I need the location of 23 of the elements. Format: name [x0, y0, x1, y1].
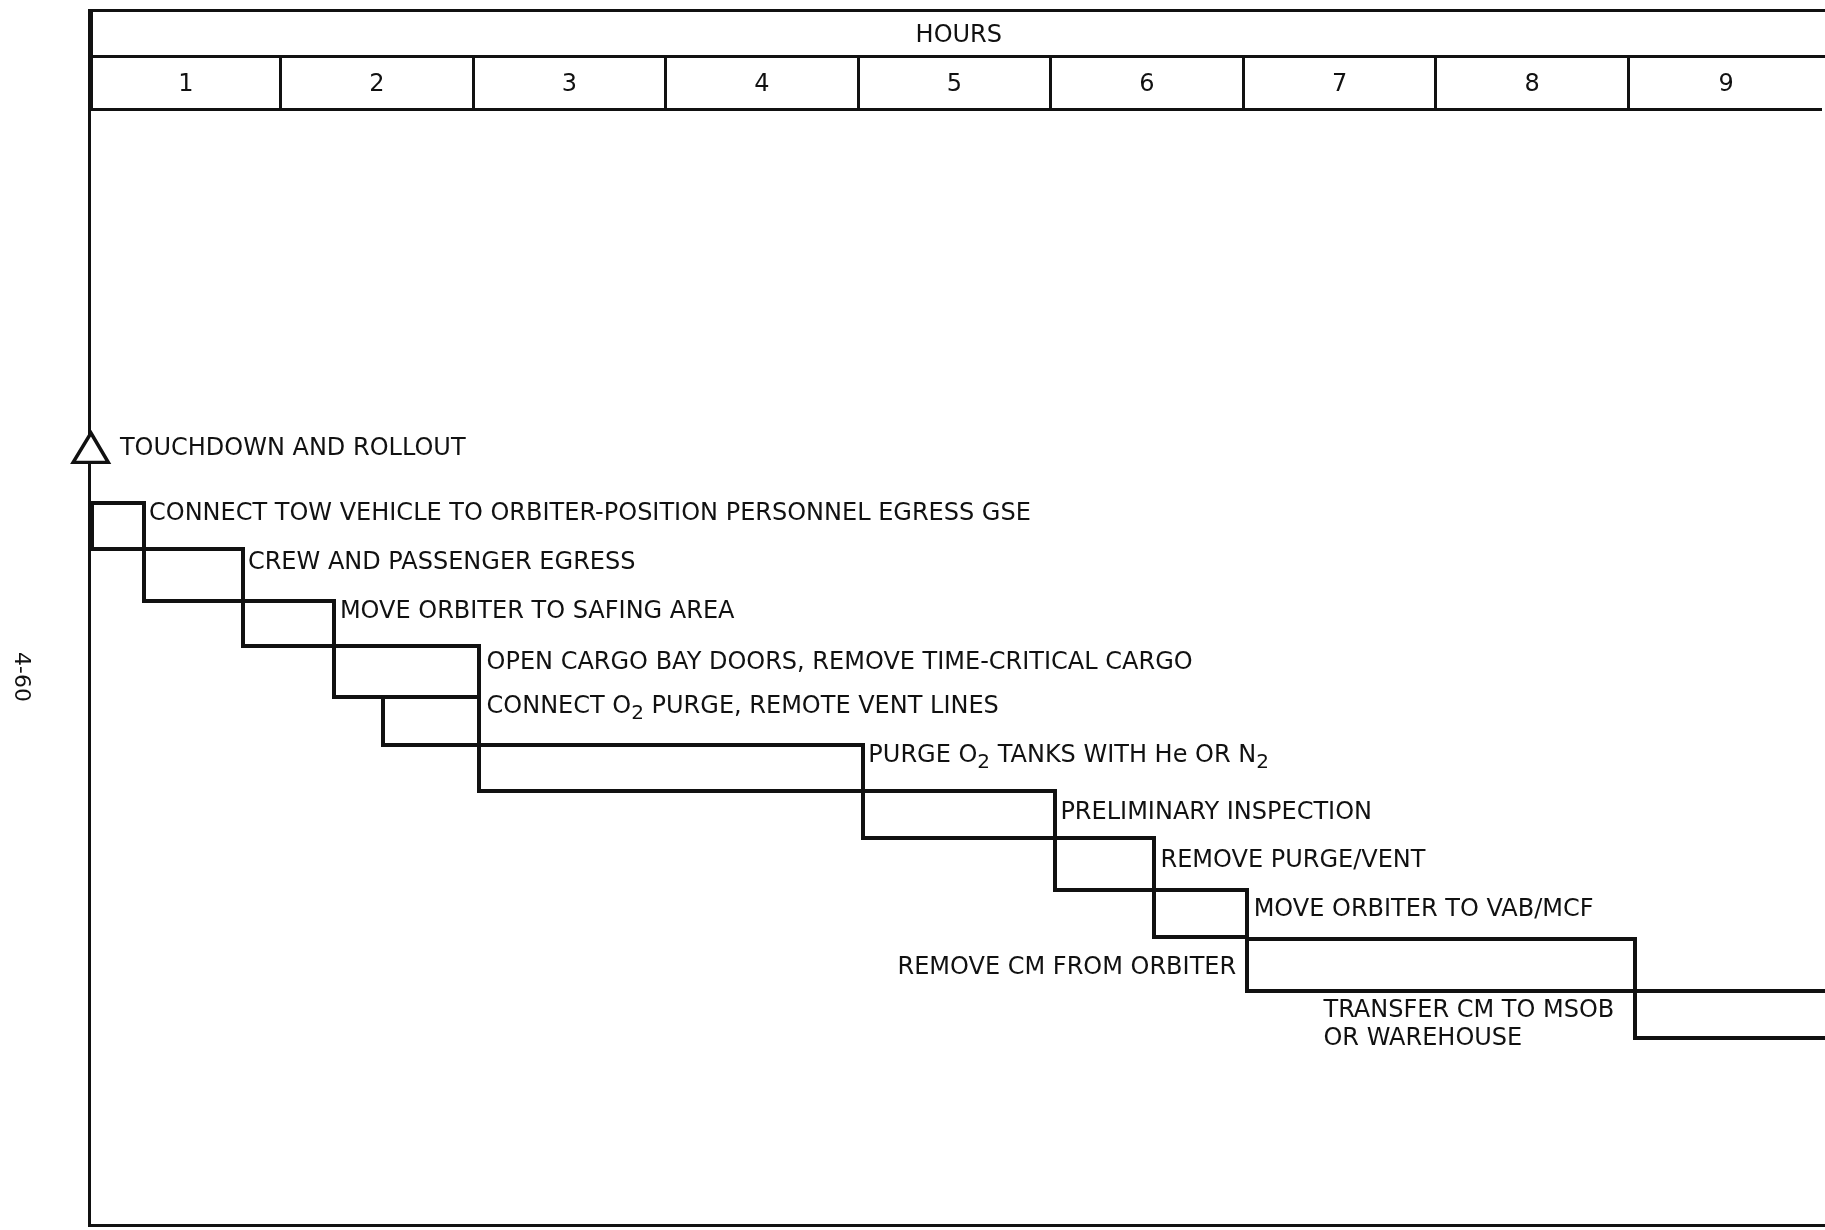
hour-number: 7 [1244, 58, 1438, 111]
hour-number: 5 [859, 58, 1053, 111]
hour-number: 3 [474, 58, 668, 111]
task-label: MOVE ORBITER TO VAB/MCF [1253, 893, 1594, 922]
task-label: CONNECT TOW VEHICLE TO ORBITER-POSITION PERSONNEL EGRESS GSE [149, 498, 1031, 527]
page-number: 4-60 [9, 651, 36, 702]
hour-number: 9 [1629, 58, 1823, 111]
task-label: PRELIMINARY INSPECTION [1060, 797, 1372, 826]
hour-number: 6 [1052, 58, 1245, 111]
task-label: TRANSFER CM TO MSOB OR WAREHOUSE [1323, 995, 1616, 1052]
task-label: PURGE O$_{2}$ TANKS WITH He OR N$_{2}$ [868, 740, 1269, 776]
hour-number: 8 [1437, 58, 1630, 111]
task-label: REMOVE PURGE/VENT [1160, 845, 1426, 874]
task-label: CREW AND PASSENGER EGRESS [247, 547, 636, 576]
task-label: CONNECT O$_{2}$ PURGE, REMOTE VENT LINES [486, 691, 999, 727]
task-label: OPEN CARGO BAY DOORS, REMOVE TIME-CRITICAL CARGO [486, 647, 1193, 676]
task-label: REMOVE CM FROM ORBITER [897, 952, 1237, 981]
hour-number: 2 [282, 58, 475, 111]
hour-number: 4 [667, 58, 860, 111]
hour-number: 1 [89, 58, 283, 111]
milestone-label: TOUCHDOWN AND ROLLOUT [119, 433, 466, 461]
task-label: MOVE ORBITER TO SAFING AREA [339, 595, 735, 624]
column-header: HOURS [89, 9, 1825, 59]
